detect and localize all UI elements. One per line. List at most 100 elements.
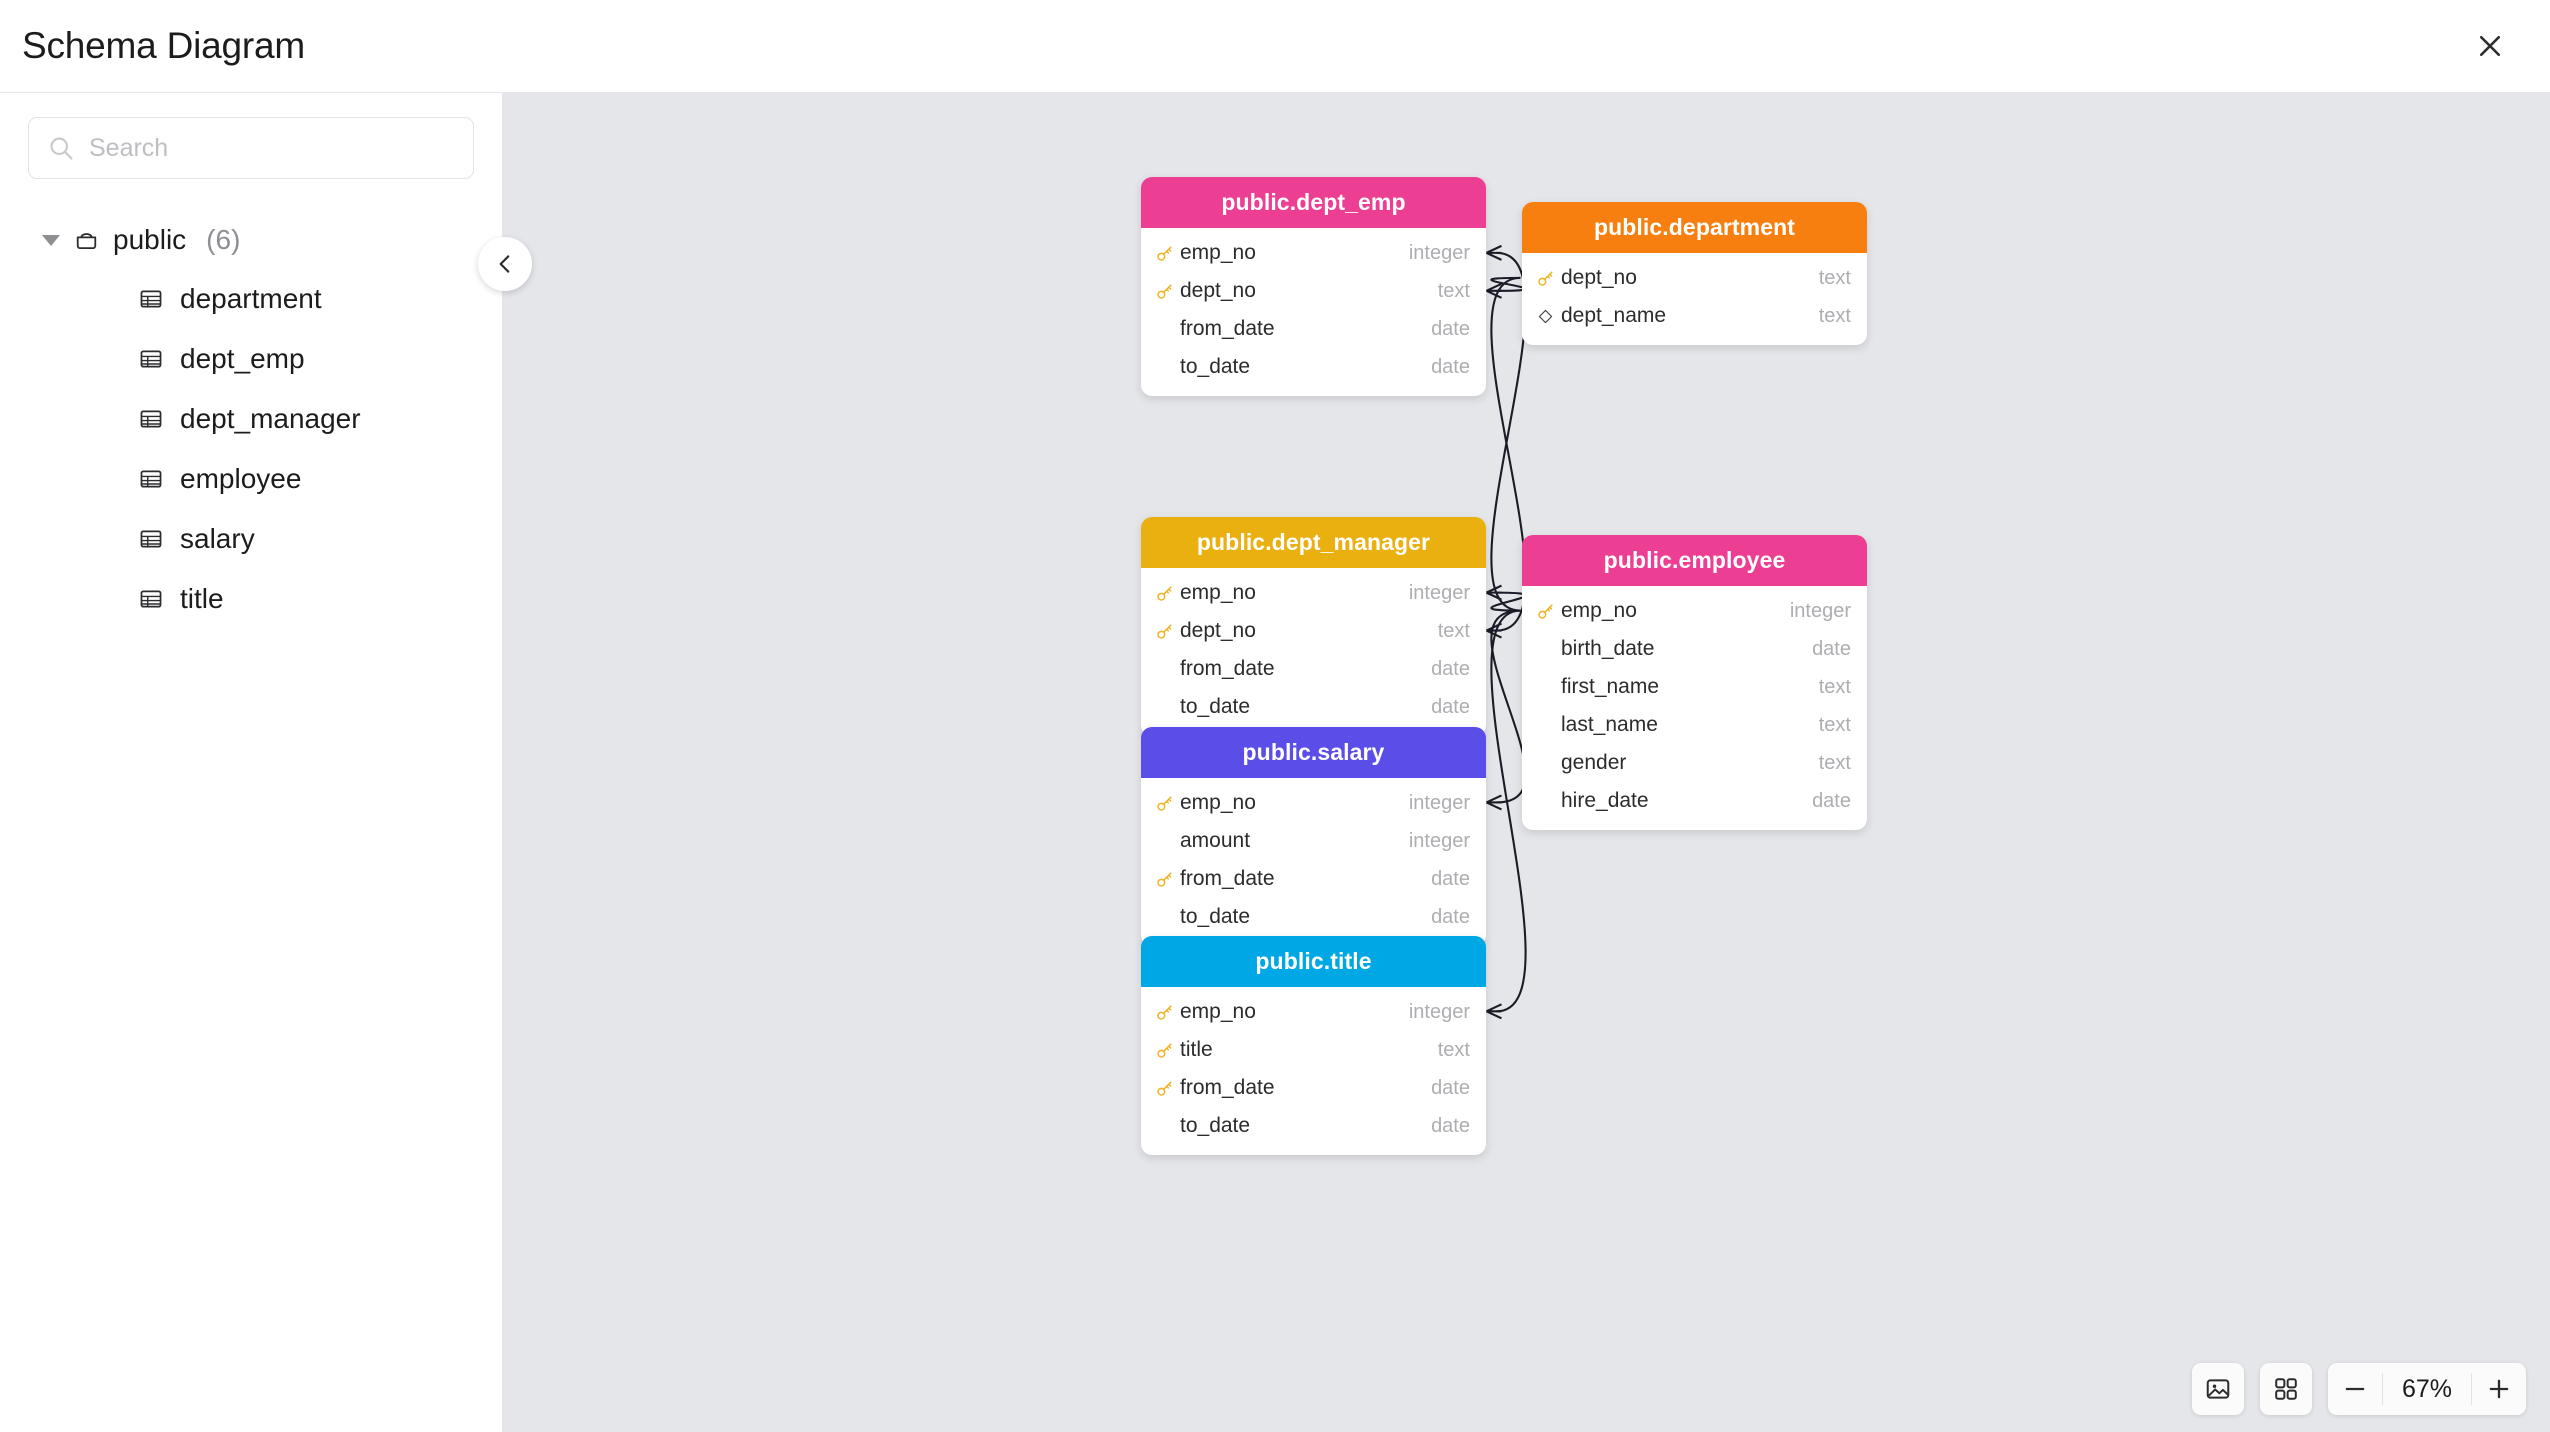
- crows-foot-marker: [1486, 794, 1502, 811]
- sidebar-item-title[interactable]: title: [28, 569, 474, 629]
- schema-sidebar: public (6) department dept_emp dept_manage…: [0, 92, 503, 1432]
- table-icon: [140, 590, 162, 608]
- search-input[interactable]: [89, 133, 455, 163]
- zoom-out-button[interactable]: [2328, 1363, 2382, 1415]
- plus-icon: [2489, 1379, 2509, 1399]
- sidebar-collapse-button[interactable]: [478, 237, 532, 291]
- relationship-edge: [1490, 591, 1527, 612]
- table-node-title: public.title: [1141, 936, 1486, 987]
- column-name: dept_no: [1180, 619, 1256, 642]
- search-field[interactable]: [28, 117, 474, 179]
- sidebar-item-salary[interactable]: salary: [28, 509, 474, 569]
- page-title: Schema Diagram: [22, 25, 306, 66]
- column-type: date: [1431, 317, 1470, 340]
- schema-tree: public (6) department dept_emp dept_manage…: [28, 211, 474, 629]
- sidebar-item-dept_manager[interactable]: dept_manager: [28, 389, 474, 449]
- table-node-title: public.employee: [1522, 535, 1867, 586]
- column-icon: [1152, 622, 1176, 641]
- column-name: to_date: [1180, 695, 1251, 718]
- zoom-in-button[interactable]: [2472, 1363, 2526, 1415]
- table-icon: [140, 290, 162, 308]
- caret-down-icon[interactable]: [42, 234, 60, 246]
- key-icon: [1156, 245, 1172, 261]
- tree-schema-public[interactable]: public (6): [28, 211, 474, 269]
- sidebar-item-dept_emp[interactable]: dept_emp: [28, 329, 474, 389]
- column-type: date: [1431, 867, 1470, 890]
- column-name: from_date: [1180, 867, 1275, 890]
- column-name: birth_date: [1561, 637, 1655, 660]
- column-name: amount: [1180, 829, 1251, 852]
- column-icon: [1533, 269, 1557, 288]
- sidebar-item-label: dept_emp: [180, 343, 305, 374]
- close-button[interactable]: [2464, 20, 2516, 72]
- column-type: text: [1818, 675, 1851, 698]
- column-name: emp_no: [1180, 791, 1256, 814]
- key-icon: [1156, 1080, 1172, 1096]
- column-name: emp_no: [1180, 1000, 1256, 1023]
- column-row[interactable]: gender text: [1522, 744, 1867, 782]
- zoom-controls: 67%: [2328, 1363, 2526, 1415]
- column-name: first_name: [1561, 675, 1660, 698]
- column-type: date: [1431, 657, 1470, 680]
- column-row[interactable]: from_date date: [1141, 860, 1486, 898]
- column-type: text: [1818, 751, 1851, 774]
- export-image-button[interactable]: [2192, 1363, 2244, 1415]
- column-type: text: [1818, 304, 1851, 327]
- column-icon: [1152, 584, 1176, 603]
- column-name: gender: [1561, 751, 1627, 774]
- column-name: from_date: [1180, 317, 1275, 340]
- table-icon: [140, 410, 162, 428]
- relationship-edge: [1490, 251, 1527, 612]
- sidebar-item-employee[interactable]: employee: [28, 449, 474, 509]
- column-row[interactable]: first_name text: [1522, 668, 1867, 706]
- column-name: hire_date: [1561, 789, 1649, 812]
- column-icon: [1152, 1041, 1176, 1060]
- column-row[interactable]: from_date date: [1141, 310, 1486, 348]
- relationship-edge: [1490, 609, 1527, 804]
- column-type: integer: [1408, 581, 1470, 604]
- table-node-title: public.dept_emp: [1141, 177, 1486, 228]
- column-name: to_date: [1180, 355, 1251, 378]
- crows-foot-marker: [1486, 244, 1502, 261]
- crows-foot-marker: [1486, 282, 1502, 299]
- key-icon: [1156, 585, 1172, 601]
- column-type: integer: [1789, 599, 1851, 622]
- sidebar-item-department[interactable]: department: [28, 269, 474, 329]
- key-icon: [1537, 270, 1553, 286]
- zoom-level-label[interactable]: 67%: [2401, 1374, 2453, 1403]
- key-icon: [1156, 283, 1172, 299]
- chevron-left-icon: [499, 255, 510, 273]
- column-name: to_date: [1180, 905, 1251, 928]
- auto-layout-button[interactable]: [2260, 1363, 2312, 1415]
- image-icon: [2206, 1379, 2230, 1399]
